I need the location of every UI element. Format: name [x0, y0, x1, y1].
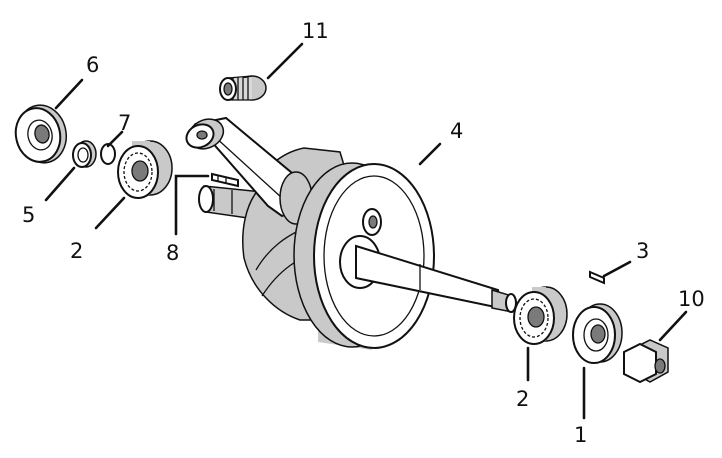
callout-6: 6 [86, 53, 99, 77]
part-4-crankshaft [185, 116, 517, 350]
part-3-key [589, 270, 605, 285]
part-11-needle-bearing [219, 75, 267, 101]
leader-6 [54, 78, 84, 110]
leader-7 [106, 130, 124, 148]
part-7-o-ring [100, 143, 116, 165]
callout-2a: 2 [70, 239, 83, 263]
leader-5 [44, 166, 76, 202]
leader-lines [44, 42, 688, 420]
part-10-nut [623, 339, 669, 384]
part-6-oil-seal [14, 104, 67, 164]
leader-8 [174, 174, 210, 236]
callout-1: 1 [574, 423, 587, 447]
callout-5: 5 [22, 203, 35, 227]
part-2-bearing-right [513, 286, 568, 345]
part-8-key [211, 172, 239, 188]
leader-10 [658, 310, 688, 342]
callout-11: 11 [302, 19, 329, 43]
leader-11 [266, 42, 304, 80]
leader-2a [94, 196, 126, 230]
part-5-spacer [72, 140, 97, 168]
part-2-bearing-left [117, 140, 173, 199]
callout-3: 3 [636, 239, 649, 263]
callout-2b: 2 [516, 387, 529, 411]
callout-8: 8 [166, 241, 179, 265]
leader-3 [602, 260, 632, 278]
callout-10: 10 [678, 287, 705, 311]
leader-4 [418, 142, 442, 166]
callout-labels: 6 7 5 2 8 11 4 3 10 2 1 [22, 19, 705, 447]
callout-7: 7 [118, 111, 131, 135]
callout-4: 4 [450, 119, 463, 143]
part-1-oil-seal [572, 303, 623, 364]
